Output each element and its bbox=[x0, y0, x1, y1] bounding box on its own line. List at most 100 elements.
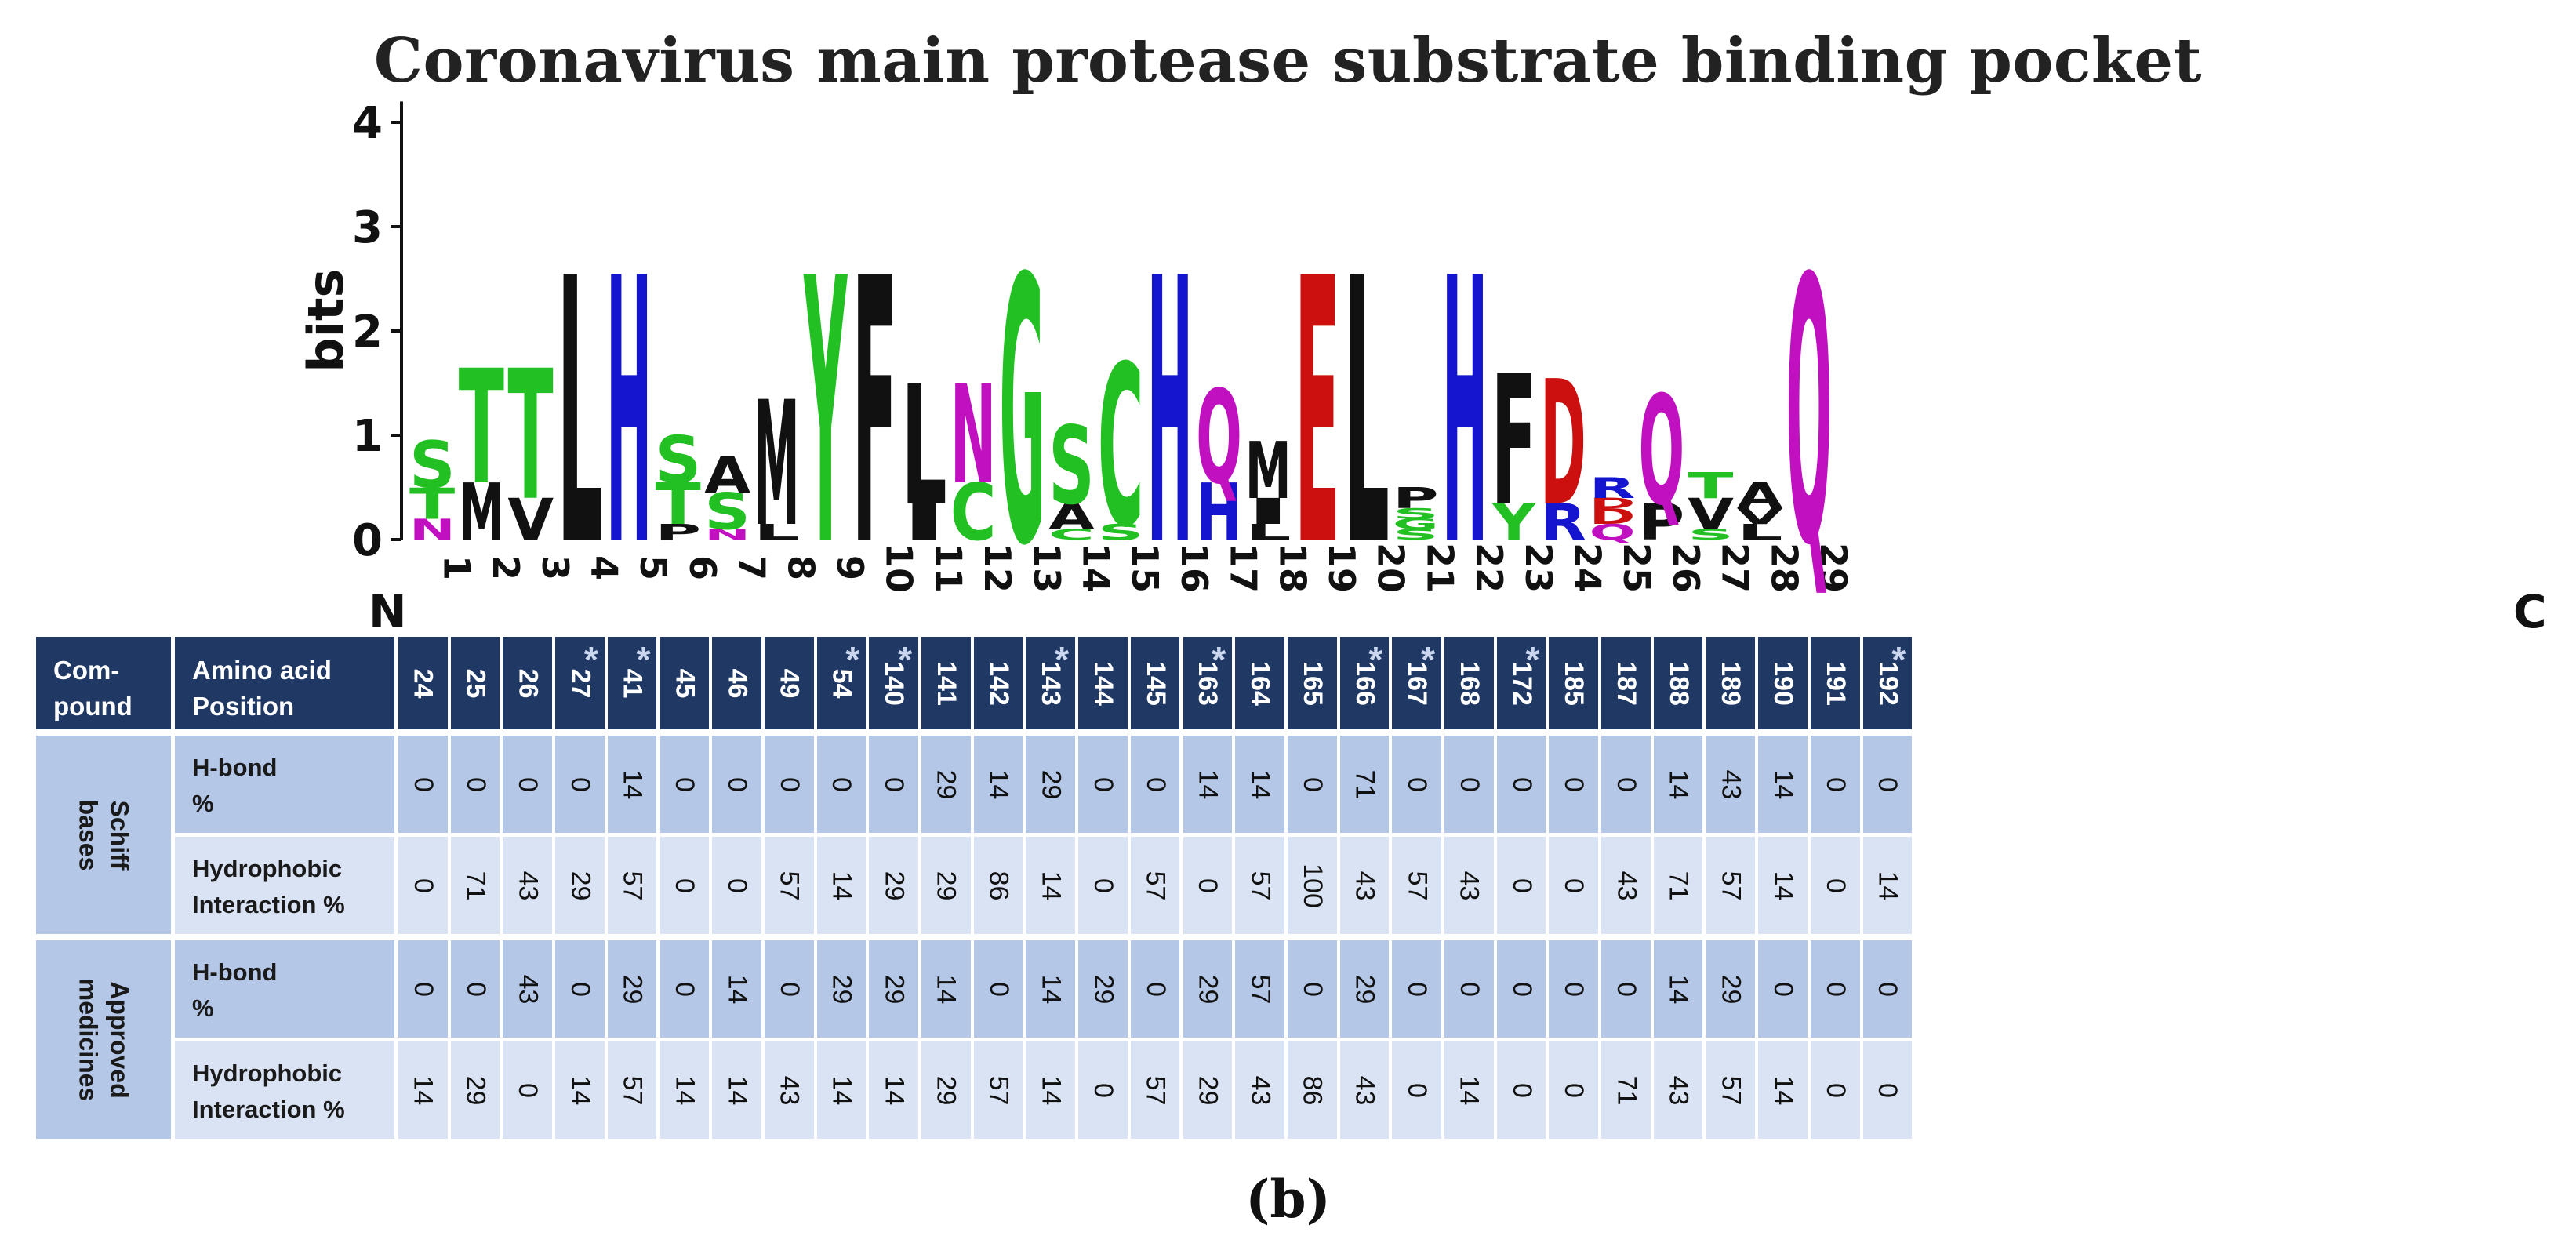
table-cell: 14 bbox=[1758, 736, 1808, 833]
table-cell: 86 bbox=[973, 837, 1023, 934]
cell-value: 57 bbox=[1402, 871, 1433, 900]
position-number: 16 bbox=[1173, 543, 1215, 593]
position-number: 24 bbox=[1566, 543, 1608, 593]
position-header: 24 bbox=[398, 637, 448, 729]
essential-residue-star: * bbox=[898, 639, 912, 680]
position-header-label: 188 bbox=[1663, 660, 1694, 706]
table-cell: 43 bbox=[1444, 837, 1494, 934]
table-cell: 43 bbox=[1601, 837, 1651, 934]
table-cell: 14 bbox=[1862, 837, 1913, 934]
row-label: Hydrophobic Interaction % bbox=[175, 837, 394, 934]
table-cell: 0 bbox=[712, 736, 761, 833]
table-cell: 71 bbox=[450, 837, 500, 934]
cell-value: 0 bbox=[513, 1082, 543, 1098]
cell-value: 0 bbox=[827, 776, 857, 792]
logo-letter: H bbox=[606, 203, 652, 627]
table-cell: 0 bbox=[398, 837, 448, 934]
cell-value: 0 bbox=[1820, 1082, 1851, 1098]
cell-value: 14 bbox=[1663, 974, 1694, 1004]
position-header: 166* bbox=[1339, 637, 1390, 729]
position-number: 29 bbox=[1812, 543, 1855, 593]
position-header: 168 bbox=[1444, 637, 1494, 729]
table-cell: 14 bbox=[659, 1041, 710, 1139]
logo-letter: L bbox=[1343, 202, 1390, 626]
table-cell: 0 bbox=[1862, 1041, 1913, 1139]
cell-value: 14 bbox=[1193, 769, 1223, 799]
logo-letter: C bbox=[1098, 318, 1144, 576]
table-cell: 43 bbox=[1339, 1041, 1390, 1139]
cell-value: 43 bbox=[1350, 871, 1380, 900]
table-cell: 43 bbox=[764, 1041, 814, 1139]
position-header: 188 bbox=[1653, 637, 1703, 729]
logo-letter: Q bbox=[1786, 203, 1833, 627]
table-cell: 0 bbox=[398, 940, 448, 1038]
cell-value: 0 bbox=[1297, 981, 1328, 997]
position-header-label: 49 bbox=[774, 668, 805, 698]
position-header-label: 165 bbox=[1297, 660, 1328, 706]
table-cell: 0 bbox=[1287, 736, 1337, 833]
cell-value: 14 bbox=[1873, 871, 1903, 900]
table-cell: 0 bbox=[398, 736, 448, 833]
logo-letter: M bbox=[459, 468, 505, 559]
cell-value: 43 bbox=[513, 974, 543, 1004]
logo-letter: H bbox=[1147, 203, 1194, 627]
cell-value: 0 bbox=[1454, 981, 1484, 997]
position-number: 26 bbox=[1665, 543, 1707, 593]
cell-value: 0 bbox=[670, 981, 700, 997]
position-header-label: 185 bbox=[1559, 660, 1590, 706]
table-cell: 0 bbox=[1549, 736, 1599, 833]
cell-value: 43 bbox=[1716, 769, 1746, 799]
table-cell: 0 bbox=[1601, 940, 1651, 1038]
logo-letter: E bbox=[1295, 202, 1341, 626]
position-header: 163* bbox=[1183, 637, 1233, 729]
logo-letter: M bbox=[1245, 426, 1292, 517]
cell-value: 0 bbox=[1402, 1082, 1433, 1098]
position-header-label: 190 bbox=[1768, 660, 1799, 706]
position-number: 2 bbox=[485, 555, 527, 580]
table-cell: 29 bbox=[555, 837, 605, 934]
cell-value: 14 bbox=[827, 1075, 857, 1105]
position-header: 143* bbox=[1026, 637, 1076, 729]
table-cell: 0 bbox=[1444, 736, 1494, 833]
chart-title: Coronavirus main protease substrate bind… bbox=[373, 25, 2203, 96]
table-cell: 29 bbox=[607, 940, 657, 1038]
position-number: 13 bbox=[1026, 543, 1068, 593]
table-cell: 57 bbox=[607, 837, 657, 934]
table-cell: 0 bbox=[1862, 940, 1913, 1038]
cell-value: 29 bbox=[565, 871, 595, 900]
cell-value: 29 bbox=[1088, 974, 1118, 1004]
logo-letter: C bbox=[950, 467, 997, 558]
table-cell: 14 bbox=[398, 1041, 448, 1139]
table-cell: 0 bbox=[1078, 736, 1128, 833]
logo-letter: T bbox=[409, 478, 455, 529]
position-number: 21 bbox=[1419, 543, 1461, 593]
position-header: 187 bbox=[1601, 637, 1651, 729]
cell-value: 43 bbox=[1245, 1075, 1276, 1105]
logo-letter: Q bbox=[1639, 365, 1685, 539]
table-cell: 0 bbox=[764, 940, 814, 1038]
y-tick-label: 3 bbox=[352, 202, 383, 253]
table-cell: 0 bbox=[1183, 837, 1233, 934]
cell-value: 0 bbox=[1820, 981, 1851, 997]
cell-value: 0 bbox=[1873, 1082, 1903, 1098]
position-number: 5 bbox=[632, 555, 674, 580]
table-cell: 14 bbox=[869, 1041, 918, 1139]
logo-letter: L bbox=[754, 520, 800, 545]
essential-residue-star: * bbox=[583, 639, 598, 680]
table-cell: 29 bbox=[869, 940, 918, 1038]
table-cell: 0 bbox=[1601, 736, 1651, 833]
y-tick-label: 1 bbox=[352, 411, 383, 462]
table-cell: 29 bbox=[869, 837, 918, 934]
cell-value: 0 bbox=[565, 776, 595, 792]
cell-value: 0 bbox=[1820, 878, 1851, 893]
cell-value: 0 bbox=[670, 776, 700, 792]
amino-acid-position-header: Amino acid Position bbox=[175, 637, 394, 729]
cell-value: 29 bbox=[1716, 974, 1746, 1004]
table-cell: 14 bbox=[1653, 736, 1703, 833]
cell-value: 14 bbox=[1768, 769, 1799, 799]
cell-value: 71 bbox=[1350, 769, 1380, 799]
cell-value: 0 bbox=[774, 981, 805, 997]
cell-value: 14 bbox=[879, 1075, 910, 1105]
y-axis-label: bits bbox=[297, 269, 354, 373]
table-cell: 57 bbox=[973, 1041, 1023, 1139]
